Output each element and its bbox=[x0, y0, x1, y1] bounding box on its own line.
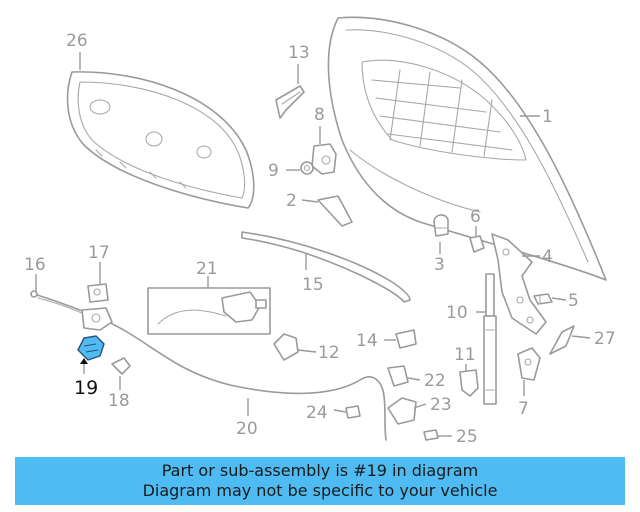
part-11-bracket bbox=[459, 369, 479, 397]
callout-22: 22 bbox=[424, 371, 446, 391]
callout-17: 17 bbox=[88, 243, 110, 263]
part-23-bracket bbox=[387, 397, 417, 425]
part-9-grommet bbox=[300, 161, 314, 175]
part-21-release-handle-kit bbox=[147, 287, 271, 335]
part-14-pad bbox=[395, 329, 417, 349]
callout-21: 21 bbox=[196, 259, 218, 279]
callout-18: 18 bbox=[108, 391, 130, 411]
callout-27: 27 bbox=[594, 329, 616, 349]
callout-13: 13 bbox=[288, 43, 310, 63]
callout-24: 24 bbox=[306, 403, 328, 423]
part-24-bolt bbox=[345, 405, 361, 419]
part-8-bracket bbox=[311, 143, 337, 175]
part-2-bumper-pad bbox=[317, 195, 353, 227]
part-17-cable-bracket bbox=[87, 283, 109, 303]
hood-latch-assembly bbox=[81, 307, 113, 331]
part-1-hood-panel bbox=[327, 16, 607, 281]
part-26-hood-insulator bbox=[66, 71, 255, 209]
part-7-lower-bracket bbox=[517, 347, 541, 381]
callout-7: 7 bbox=[518, 399, 529, 419]
callout-16: 16 bbox=[24, 255, 46, 275]
info-banner: Part or sub-assembly is #19 in diagram D… bbox=[15, 457, 625, 505]
part-10-gas-strut bbox=[483, 273, 497, 405]
part-19-highlighted bbox=[77, 335, 105, 361]
callout-23: 23 bbox=[430, 395, 452, 415]
leader-lines bbox=[35, 52, 591, 437]
part-12-cable-clip bbox=[273, 333, 299, 361]
callout-6: 6 bbox=[470, 207, 481, 227]
callout-26: 26 bbox=[66, 31, 88, 51]
parts-diagram: 26 13 8 9 2 1 3 6 4 5 27 7 10 11 12 14 1… bbox=[24, 16, 616, 447]
part-5-bolt bbox=[533, 293, 553, 305]
callout-14: 14 bbox=[356, 331, 378, 351]
callout-4: 4 bbox=[542, 247, 553, 267]
callout-1: 1 bbox=[542, 107, 553, 127]
callout-20: 20 bbox=[236, 419, 258, 439]
callout-11: 11 bbox=[454, 345, 476, 365]
callout-9: 9 bbox=[268, 161, 279, 181]
callout-2: 2 bbox=[286, 191, 297, 211]
banner-line-2: Diagram may not be specific to your vehi… bbox=[142, 481, 498, 500]
callout-8: 8 bbox=[314, 105, 325, 125]
callout-3: 3 bbox=[434, 255, 445, 275]
part-3-stop-bumper bbox=[433, 214, 449, 237]
part-4-hinge bbox=[491, 233, 547, 335]
part-6-clip bbox=[469, 235, 485, 253]
callout-5: 5 bbox=[568, 291, 579, 311]
part-22-bracket bbox=[387, 365, 409, 387]
callout-12: 12 bbox=[318, 343, 340, 363]
part-13-seal-retainer bbox=[275, 85, 305, 119]
callout-19: 19 bbox=[74, 377, 98, 399]
callout-15: 15 bbox=[302, 275, 324, 295]
part-19-shape bbox=[77, 335, 105, 361]
part-27-rod-end bbox=[549, 325, 575, 355]
callout-10: 10 bbox=[446, 303, 468, 323]
part-18-clip bbox=[111, 357, 131, 375]
part-25-clip bbox=[423, 429, 439, 441]
callout-19-arrow bbox=[80, 358, 88, 364]
callout-labels: 26 13 8 9 2 1 3 6 4 5 27 7 10 11 12 14 1… bbox=[24, 31, 616, 447]
part-15-hood-seal bbox=[241, 231, 411, 303]
callout-25: 25 bbox=[456, 427, 478, 447]
banner-line-1: Part or sub-assembly is #19 in diagram bbox=[161, 461, 479, 480]
